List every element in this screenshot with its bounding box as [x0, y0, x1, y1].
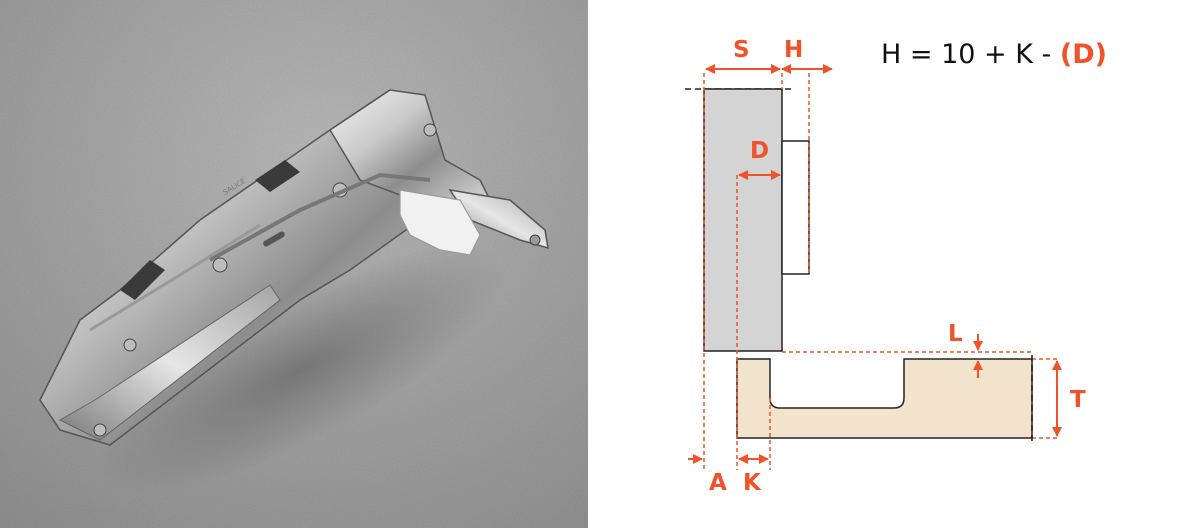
formula-highlight: (D): [1060, 39, 1107, 70]
door-front-panel: [781, 140, 810, 275]
hinge-shadow: [94, 245, 506, 495]
guide-lines: [703, 73, 1058, 470]
hinge-photo-graphic: SALICE: [0, 0, 588, 528]
label-a: A: [709, 470, 727, 496]
label-s: S: [733, 37, 750, 63]
label-d: D: [750, 138, 769, 164]
hinge-diagram: H = 10 + K - (D): [588, 0, 1177, 528]
label-t: T: [1070, 387, 1086, 413]
label-h: H: [784, 37, 803, 63]
side-panel: [703, 88, 783, 352]
label-l: L: [948, 321, 963, 347]
hinge-photo: SALICE: [0, 0, 588, 528]
hinge-diagram-graphic: H = 10 + K - (D): [685, 37, 1107, 496]
formula-prefix: H = 10 + K -: [881, 39, 1060, 70]
formula-text: H = 10 + K - (D): [881, 39, 1107, 70]
dimension-arrows: [688, 64, 1062, 464]
hinge-body: SALICE: [39, 89, 549, 446]
door-panel: [736, 358, 1033, 439]
label-k: K: [743, 470, 762, 496]
